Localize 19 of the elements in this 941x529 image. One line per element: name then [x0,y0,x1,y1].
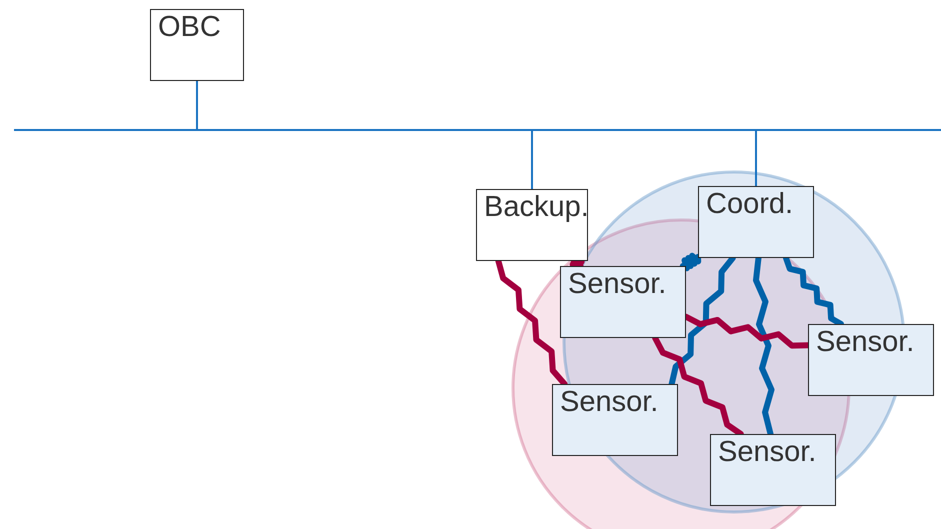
bus-connector [755,129,757,187]
device-label: Sensor. [560,387,658,419]
device-label: Coord. [706,189,794,221]
bus-connector [196,80,198,131]
bus-connector [531,129,533,190]
device-box [552,384,678,456]
device-label: Sensor. [718,437,816,469]
device-label: OBC [158,12,221,44]
device-box [476,189,588,261]
device-box [698,186,814,258]
device-box [808,324,934,396]
device-box [710,434,836,506]
device-label: Sensor. [816,327,914,359]
device-box [150,9,244,81]
bus-line [14,129,941,131]
device-box [560,266,686,338]
device-label: Backup. [484,192,589,224]
wireless-link [680,252,702,272]
device-label: Sensor. [568,269,666,301]
